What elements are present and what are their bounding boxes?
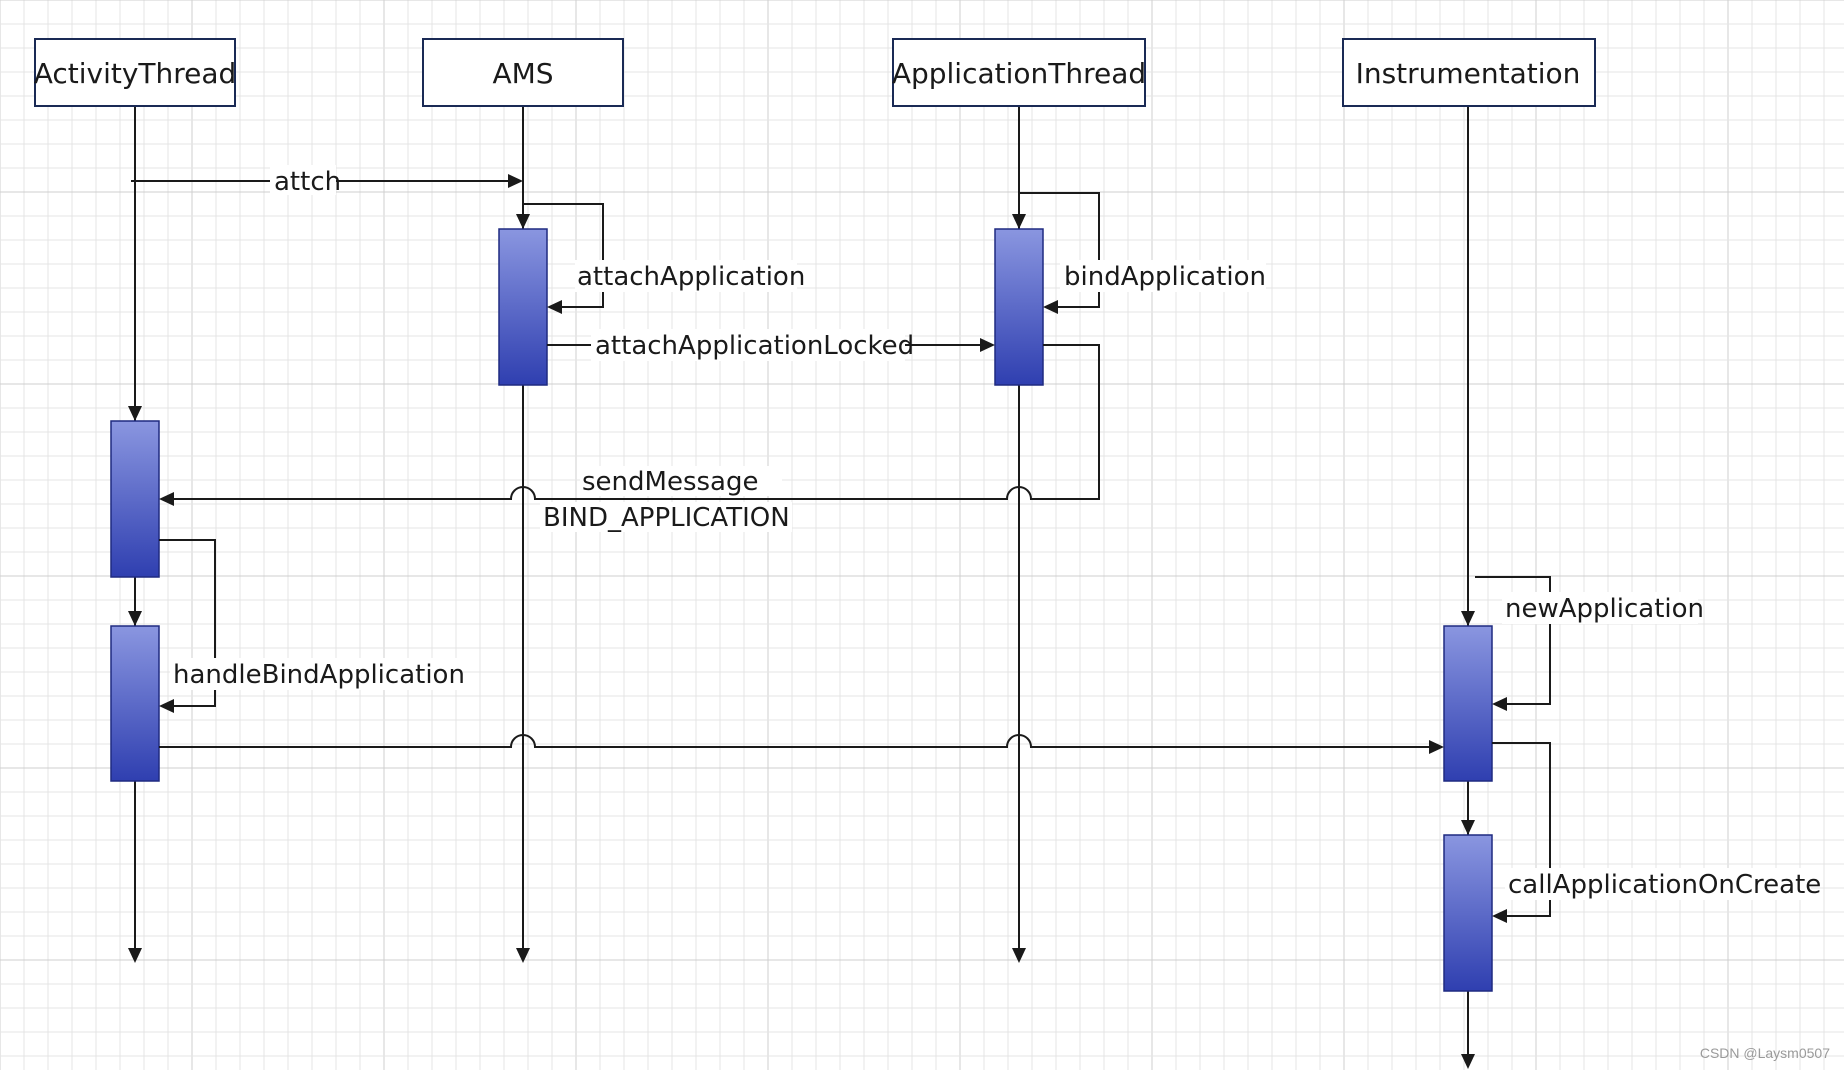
- arrowhead: [1461, 611, 1475, 626]
- participant-activity-thread: ActivityThread: [34, 38, 237, 107]
- self-message-loop: [523, 203, 604, 308]
- activation-bars: [110, 228, 1493, 992]
- message-send-message: sendMessage BIND_APPLICATION: [159, 344, 1100, 533]
- message-label: BIND_APPLICATION: [543, 503, 790, 533]
- self-message-loop: [1019, 192, 1100, 308]
- label-background: [591, 329, 905, 361]
- lifelines: [128, 106, 1475, 1069]
- label-background: [580, 466, 782, 496]
- participant-instrumentation: Instrumentation: [1342, 38, 1596, 107]
- lifeline-arrowhead: [1012, 948, 1026, 963]
- participant-ams: AMS: [422, 38, 624, 107]
- participant-label: ActivityThread: [34, 57, 237, 90]
- message-attch: attch: [131, 165, 523, 197]
- message-attach-application: attachApplication: [523, 203, 805, 314]
- message-label: bindApplication: [1064, 262, 1266, 292]
- message-attach-application-locked: attachApplicationLocked: [547, 329, 995, 361]
- activation-bar: [498, 228, 548, 386]
- arrowhead: [1492, 697, 1507, 711]
- arrowhead: [1043, 300, 1058, 314]
- message-label: sendMessage: [582, 467, 758, 497]
- participant-label: Instrumentation: [1356, 57, 1581, 90]
- label-background: [270, 165, 336, 195]
- self-message-loop: [1492, 742, 1551, 917]
- watermark: CSDN @Laysm0507: [1700, 1045, 1830, 1061]
- activation-bar: [1443, 625, 1493, 782]
- participant-label: AMS: [492, 57, 553, 90]
- participant-application-thread: ApplicationThread: [892, 38, 1146, 107]
- label-background: [1505, 868, 1811, 900]
- activation-entry-arrows: [128, 214, 1475, 835]
- activation-bar: [994, 228, 1044, 386]
- message-label: attch: [274, 167, 341, 197]
- arrowhead: [1429, 740, 1444, 754]
- label-background: [575, 260, 797, 292]
- label-background: [540, 502, 792, 532]
- arrowhead: [159, 699, 174, 713]
- message-line: [173, 344, 1100, 500]
- arrowhead: [1461, 820, 1475, 835]
- activation-bar: [110, 420, 160, 578]
- message-call-application-on-create: callApplicationOnCreate: [1492, 742, 1821, 923]
- arrowhead: [128, 611, 142, 626]
- message-label: newApplication: [1505, 594, 1704, 624]
- activation-bar: [110, 625, 160, 782]
- message-label: attachApplication: [577, 262, 805, 292]
- message-label: callApplicationOnCreate: [1508, 870, 1821, 900]
- message-label: handleBindApplication: [173, 660, 465, 690]
- arrowhead: [516, 214, 530, 229]
- message-handle-bind-application: handleBindApplication: [159, 539, 465, 713]
- activation-bar: [1443, 834, 1493, 992]
- label-background: [1502, 592, 1698, 624]
- arrowhead: [547, 300, 562, 314]
- message-line: [159, 734, 1430, 748]
- arrowhead: [1012, 214, 1026, 229]
- message-label: attachApplicationLocked: [595, 331, 914, 361]
- arrowhead: [128, 406, 142, 421]
- lifeline-arrowhead: [128, 948, 142, 963]
- arrowhead: [1492, 909, 1507, 923]
- lifeline-arrowhead: [1461, 1054, 1475, 1069]
- message-to-instrumentation: [159, 734, 1444, 754]
- label-background: [170, 658, 460, 690]
- arrowhead: [159, 492, 174, 506]
- self-message-loop: [1475, 576, 1551, 705]
- arrowhead: [508, 174, 523, 188]
- message-new-application: newApplication: [1475, 576, 1704, 711]
- self-message-loop: [159, 539, 216, 707]
- label-background: [1060, 260, 1266, 292]
- participants: ActivityThread AMS ApplicationThread Ins…: [34, 38, 1596, 107]
- participant-label: ApplicationThread: [892, 57, 1146, 90]
- message-bind-application: bindApplication: [1019, 192, 1266, 314]
- lifeline-arrowhead: [516, 948, 530, 963]
- arrowhead: [980, 338, 995, 352]
